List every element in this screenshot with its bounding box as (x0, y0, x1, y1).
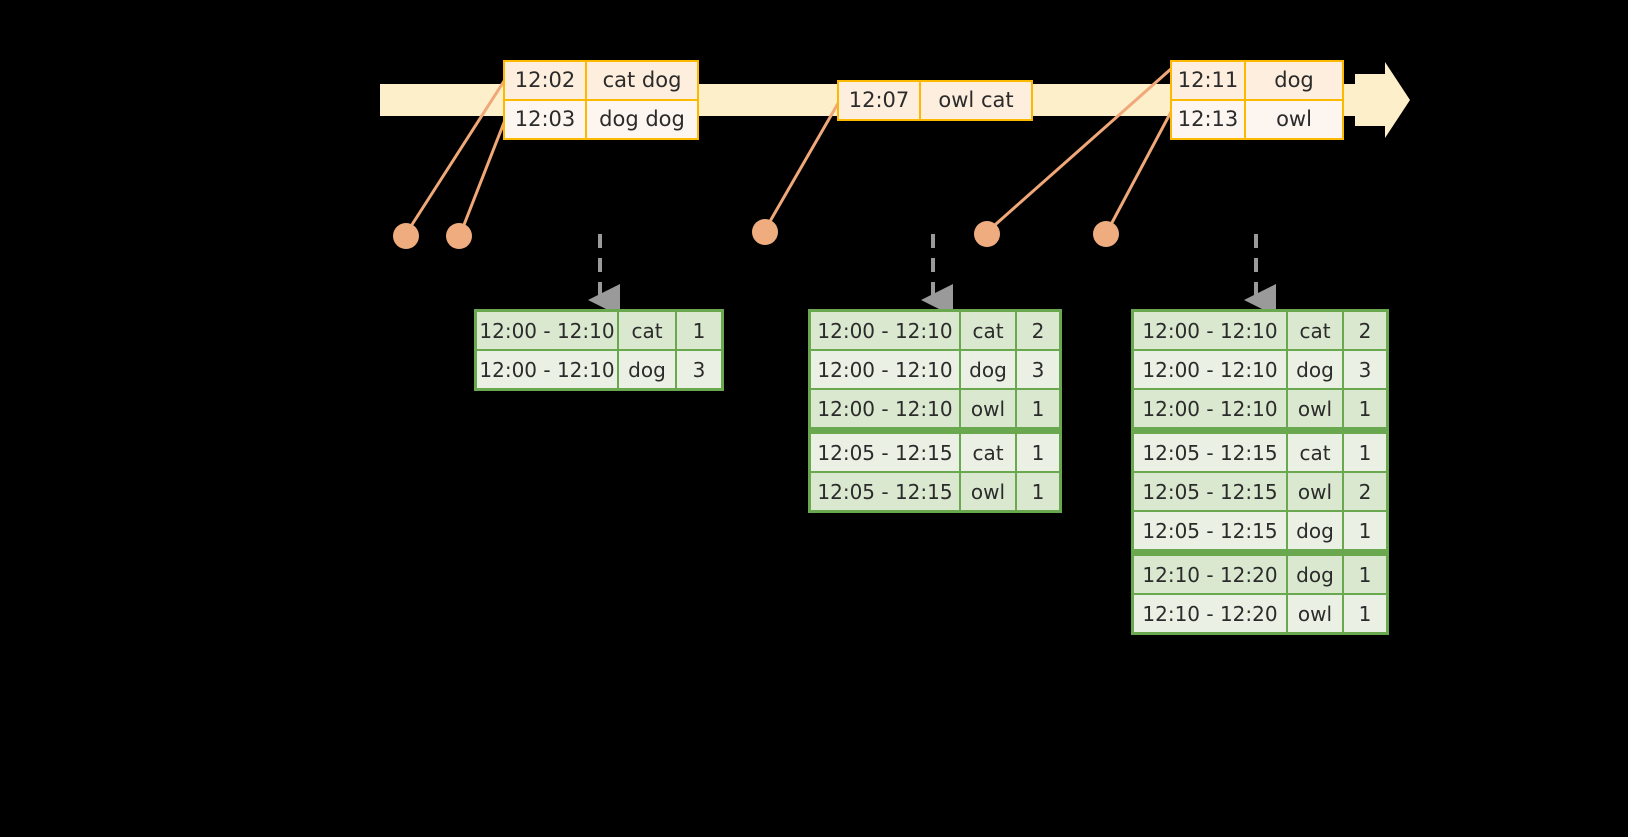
cell-count: 1 (1344, 434, 1386, 471)
cell-count: 1 (677, 312, 721, 349)
event-payload: cat dog (602, 68, 682, 92)
cell-count: 2 (1344, 312, 1386, 349)
cell-key: cat (961, 434, 1015, 471)
cell-count: 2 (1017, 312, 1059, 349)
cell-window: 12:05 - 12:15 (1134, 473, 1286, 510)
event-group-1: 12:02 cat dog 12:03 dog dog (503, 60, 699, 140)
event-box[interactable]: 12:03 dog dog (503, 99, 699, 140)
cell-key: owl (1288, 390, 1342, 427)
cell-count: 3 (677, 351, 721, 388)
cell-window: 12:00 - 12:10 (811, 351, 959, 388)
cell-key: cat (1288, 312, 1342, 349)
window-group-separator (1134, 551, 1386, 554)
window-group-separator (811, 429, 1059, 432)
event-time: 12:11 (1172, 62, 1246, 99)
event-box[interactable]: 12:07 owl cat (837, 80, 1033, 121)
cell-key: owl (1288, 473, 1342, 510)
connector-dot (974, 221, 1000, 247)
cell-window: 12:05 - 12:15 (1134, 512, 1286, 549)
cell-window: 12:00 - 12:10 (1134, 312, 1286, 349)
timeline-arrowhead (1355, 62, 1410, 138)
cell-count: 3 (1344, 351, 1386, 388)
cell-key: dog (961, 351, 1015, 388)
connector-line (458, 119, 507, 236)
cell-key: owl (1288, 595, 1342, 632)
connector-line (763, 99, 842, 231)
cell-window: 12:00 - 12:10 (1134, 390, 1286, 427)
event-payload: owl (1276, 107, 1312, 131)
connector-line (1105, 109, 1174, 233)
connector-dot (752, 219, 778, 245)
cell-key: owl (961, 390, 1015, 427)
cell-window: 12:00 - 12:10 (811, 390, 959, 427)
cell-count: 1 (1017, 473, 1059, 510)
connector-dot (446, 223, 472, 249)
cell-count: 1 (1017, 390, 1059, 427)
connector-dot (393, 223, 419, 249)
cell-count: 1 (1344, 556, 1386, 593)
cell-key: dog (619, 351, 675, 388)
window-group-separator (1134, 429, 1386, 432)
event-payload: dog (1274, 68, 1314, 92)
event-group-2: 12:07 owl cat (837, 80, 1033, 121)
cell-count: 3 (1017, 351, 1059, 388)
cell-key: cat (961, 312, 1015, 349)
connector-line (404, 77, 508, 235)
event-group-3: 12:11 dog 12:13 owl (1170, 60, 1344, 140)
event-box[interactable]: 12:13 owl (1170, 99, 1344, 140)
connector-dot (1093, 221, 1119, 247)
event-time: 12:02 (505, 62, 587, 99)
cell-key: cat (1288, 434, 1342, 471)
cell-count: 1 (1344, 390, 1386, 427)
cell-window: 12:05 - 12:15 (811, 473, 959, 510)
event-payload: owl cat (938, 88, 1014, 112)
cell-window: 12:00 - 12:10 (477, 312, 617, 349)
cell-window: 12:00 - 12:10 (1134, 351, 1286, 388)
cell-window: 12:05 - 12:15 (811, 434, 959, 471)
cell-count: 1 (1344, 595, 1386, 632)
cell-key: owl (961, 473, 1015, 510)
event-time: 12:13 (1172, 101, 1246, 138)
cell-window: 12:00 - 12:10 (811, 312, 959, 349)
cell-key: dog (1288, 556, 1342, 593)
event-payload: dog dog (599, 107, 685, 131)
cell-key: dog (1288, 512, 1342, 549)
event-box[interactable]: 12:02 cat dog (503, 60, 699, 101)
event-time: 12:07 (839, 82, 921, 119)
event-box[interactable]: 12:11 dog (1170, 60, 1344, 101)
cell-key: cat (619, 312, 675, 349)
cell-count: 2 (1344, 473, 1386, 510)
cell-count: 1 (1344, 512, 1386, 549)
cell-window: 12:10 - 12:20 (1134, 556, 1286, 593)
cell-count: 1 (1017, 434, 1059, 471)
cell-key: dog (1288, 351, 1342, 388)
event-time: 12:03 (505, 101, 587, 138)
cell-window: 12:00 - 12:10 (477, 351, 617, 388)
cell-window: 12:10 - 12:20 (1134, 595, 1286, 632)
cell-window: 12:05 - 12:15 (1134, 434, 1286, 471)
